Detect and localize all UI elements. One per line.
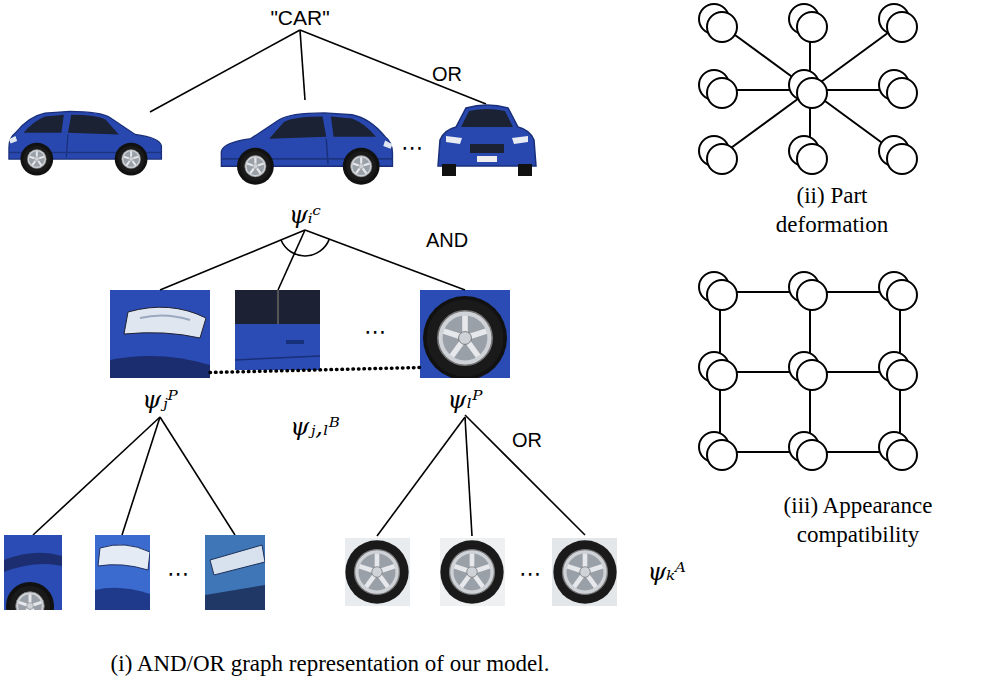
star-graph-nodes bbox=[699, 4, 917, 174]
headlight-part-image bbox=[110, 290, 210, 378]
wheel-image bbox=[552, 538, 617, 606]
grid-graph-edges bbox=[720, 292, 900, 452]
node-text: ψₖᴬ bbox=[648, 559, 686, 587]
car-image bbox=[438, 105, 536, 176]
and-label: AND bbox=[426, 229, 468, 252]
ellipsis: ⋯ bbox=[364, 319, 386, 344]
or-branch bbox=[377, 417, 465, 536]
or-branch bbox=[160, 417, 235, 535]
or-branch bbox=[33, 417, 160, 535]
ellipsis: ⋯ bbox=[401, 135, 423, 160]
appearance-image bbox=[205, 535, 265, 610]
appearance-node: ψₖᴬ bbox=[550, 535, 690, 610]
or-branch bbox=[465, 415, 585, 535]
or-branch bbox=[300, 30, 305, 100]
or-branch bbox=[300, 30, 486, 104]
wheel-part-image bbox=[420, 290, 510, 378]
grid-graph-nodes bbox=[699, 272, 917, 470]
part-node: ψⱼᴾ bbox=[110, 290, 210, 415]
door-part-image bbox=[235, 290, 320, 370]
appearance-image bbox=[4, 535, 62, 610]
tree-lines bbox=[33, 30, 486, 536]
car-image bbox=[9, 111, 162, 175]
node-text: ψᵢᶜ bbox=[289, 202, 321, 230]
or-label: OR bbox=[432, 63, 462, 86]
edge-label: ψⱼ,ₗᴮ bbox=[290, 414, 340, 442]
subfigure-caption: (ii) Part deformation bbox=[752, 182, 912, 240]
ellipsis: ⋯ bbox=[167, 561, 189, 586]
or-branch bbox=[465, 417, 472, 536]
part-node: ψₗᴾ bbox=[420, 290, 510, 415]
node-text: ψⱼᴾ bbox=[142, 387, 177, 415]
node-text: ψₗᴾ bbox=[448, 387, 483, 415]
root-label: "CAR" bbox=[265, 4, 334, 30]
wheel-image bbox=[440, 538, 505, 606]
dotted-binary-link bbox=[210, 368, 420, 373]
car-image bbox=[221, 113, 392, 185]
subfigure-caption: (iii) Appearance compatibility bbox=[766, 492, 951, 550]
node-text: "CAR" bbox=[270, 6, 329, 30]
subfigure-caption: (i) AND/OR graph representation of our m… bbox=[10, 650, 650, 679]
car-node: ψᵢᶜ bbox=[212, 100, 398, 230]
or-branch bbox=[150, 30, 300, 112]
or-label: OR bbox=[512, 429, 542, 452]
and-branch bbox=[160, 230, 305, 290]
wheel-image bbox=[345, 538, 410, 606]
and-arc bbox=[281, 239, 329, 256]
ellipsis: ⋯ bbox=[519, 561, 541, 586]
appearance-image bbox=[95, 535, 150, 610]
or-branch bbox=[122, 417, 160, 535]
